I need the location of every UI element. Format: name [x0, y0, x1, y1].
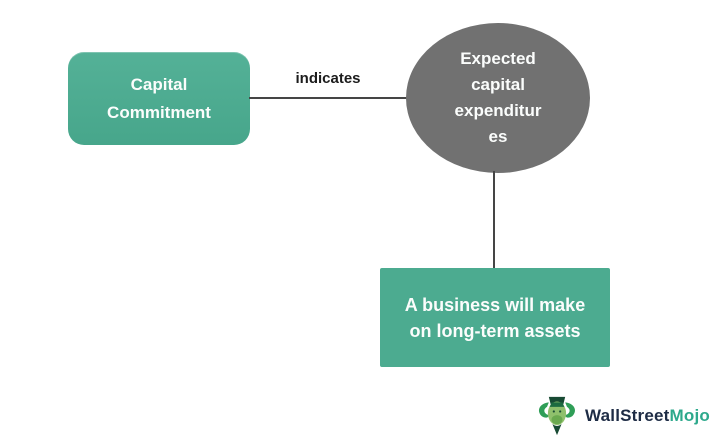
node-capital-commitment: Capital Commitment	[68, 52, 250, 145]
edge-label-indicates: indicates	[295, 70, 361, 87]
node-expected-capex-line3: expenditur	[454, 101, 542, 120]
connector-horizontal	[249, 97, 407, 99]
node-expected-capex-line2: capital	[471, 75, 525, 94]
bull-icon	[539, 396, 576, 436]
node-business-line2: on long-term assets	[409, 320, 581, 341]
logo-text-mojo: Mojo	[669, 406, 710, 425]
logo-wordmark: WallStreetMojo	[585, 406, 710, 426]
logo-text-wallstreet: WallStreet	[585, 406, 670, 425]
node-expected-capital-expenditures: Expected capital expenditur es	[406, 23, 590, 173]
node-expected-capex-line1: Expected	[460, 49, 536, 68]
node-expected-capex-line4: es	[488, 127, 508, 146]
node-business-long-term-assets: A business will make on long-term assets	[380, 268, 610, 367]
node-capital-commitment-line2: Commitment	[107, 102, 211, 122]
node-business-line1: A business will make	[404, 294, 586, 315]
node-capital-commitment-line1: Capital	[130, 74, 188, 94]
connector-vertical	[493, 171, 495, 269]
wallstreetmojo-logo: WallStreetMojo	[535, 396, 710, 436]
